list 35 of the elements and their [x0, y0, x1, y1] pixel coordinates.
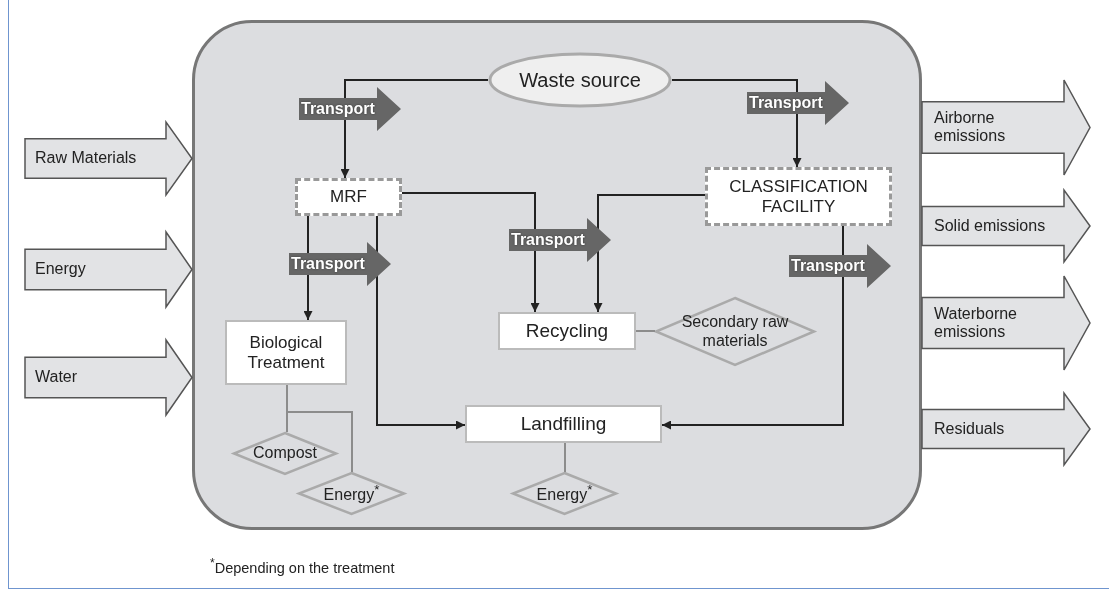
- block-arrow: [921, 390, 1091, 468]
- block-arrow: [921, 79, 1091, 176]
- process-box: Landfilling: [465, 405, 662, 443]
- output-diamond: Compost: [233, 432, 337, 475]
- edge-label: Solid emissions: [934, 215, 1047, 236]
- connector-line: [635, 330, 656, 332]
- block-arrow: [24, 119, 193, 198]
- output-diamond: Energy$^{*}$: [298, 472, 405, 515]
- arrow: [401, 192, 540, 313]
- source-ellipse: Waste source: [488, 52, 672, 108]
- system-boundary: [192, 20, 922, 530]
- edge-label: Raw Materials: [35, 148, 138, 169]
- output-diamond: Secondary raw materials: [655, 297, 815, 366]
- process-box: Recycling: [498, 312, 636, 350]
- arrow: [376, 215, 466, 430]
- connector-line: [286, 384, 353, 473]
- arrow: [671, 79, 802, 168]
- edge-label: Airborne emissions: [934, 108, 1007, 147]
- arrow: [661, 225, 844, 430]
- footnote: $^{*}$Depending on the treatment: [210, 556, 395, 576]
- block-arrow: [921, 275, 1091, 371]
- edge-label: Energy: [35, 259, 87, 280]
- block-arrow: [24, 229, 193, 310]
- process-box: Biological Treatment: [225, 320, 347, 385]
- connector-line: [564, 442, 566, 473]
- edge-label: Waterborne emissions: [934, 303, 1018, 342]
- facility-box: MRF: [295, 178, 402, 216]
- facility-box: CLASSIFICATION FACILITY: [705, 167, 892, 226]
- output-diamond: Energy$^{*}$: [512, 472, 617, 515]
- edge-label: Water: [35, 367, 79, 388]
- block-arrow: [24, 337, 193, 418]
- arrow: [593, 194, 706, 313]
- arrow: [340, 79, 489, 179]
- edge-label: Residuals: [934, 418, 1006, 439]
- block-arrow: [921, 187, 1091, 265]
